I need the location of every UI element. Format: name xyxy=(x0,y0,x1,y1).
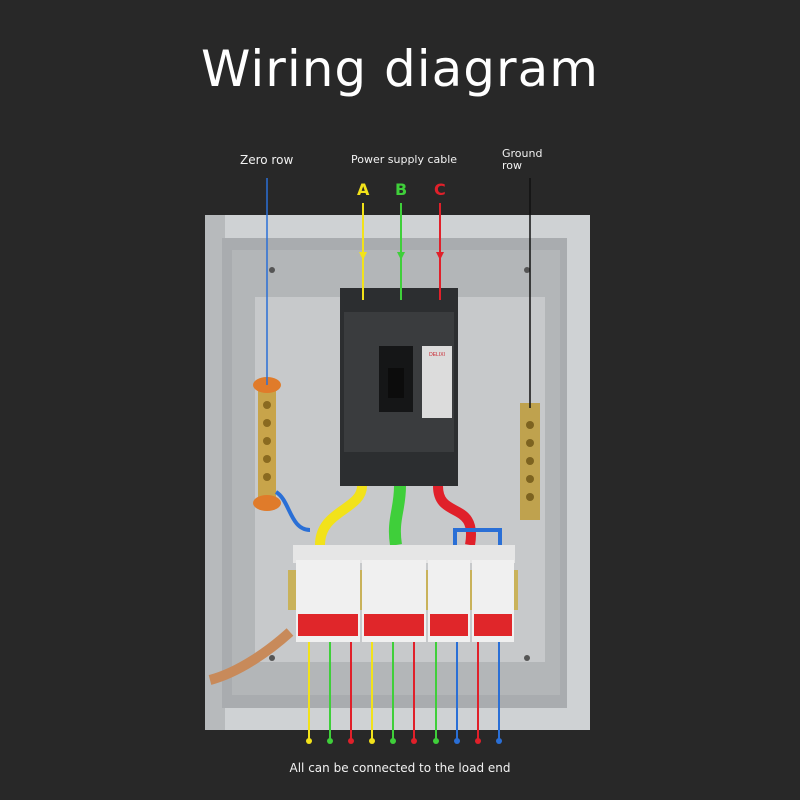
din-rail-cover xyxy=(293,545,515,563)
phase-a-arrow-icon xyxy=(359,252,367,260)
output-terminal-dot xyxy=(411,738,417,744)
phase-c-arrow-icon xyxy=(436,252,444,260)
phase-a-label: A xyxy=(357,180,370,199)
phase-c-label: C xyxy=(434,180,446,199)
breaker-label-plate xyxy=(422,346,452,418)
output-terminal-dot xyxy=(369,738,375,744)
output-terminal-dot xyxy=(390,738,396,744)
phase-pointers xyxy=(359,203,444,300)
page-title: Wiring diagram xyxy=(201,40,599,98)
output-terminal-dot xyxy=(454,738,460,744)
phase-c-wire xyxy=(433,485,477,546)
ground-row-label: Ground row xyxy=(502,147,543,172)
neutral-feed-wire xyxy=(274,490,311,532)
mcb-group xyxy=(296,560,514,642)
insulator xyxy=(253,495,281,511)
output-wires xyxy=(306,642,502,744)
output-terminal-dot xyxy=(433,738,439,744)
output-terminal-dot xyxy=(306,738,312,744)
output-terminal-dot xyxy=(496,738,502,744)
load-end-label: All can be connected to the load end xyxy=(289,761,511,775)
output-terminal-dot xyxy=(475,738,481,744)
power-supply-label: Power supply cable xyxy=(351,153,458,166)
screw xyxy=(524,655,530,661)
output-terminal-dot xyxy=(348,738,354,744)
output-terminal-dot xyxy=(327,738,333,744)
phase-b-label: B xyxy=(395,180,408,199)
ground-braid xyxy=(208,628,294,685)
breaker-brand: DELIXI xyxy=(429,352,445,358)
phase-b-wire xyxy=(388,485,406,546)
zero-row-label: Zero row xyxy=(240,153,294,167)
phase-b-arrow-icon xyxy=(397,252,405,260)
enclosure-door-edge xyxy=(205,215,225,730)
screw xyxy=(269,655,275,661)
breaker-handle xyxy=(388,368,404,398)
screw xyxy=(269,267,275,273)
phase-a-wire xyxy=(315,485,367,546)
neutral-feed-wire-2 xyxy=(453,528,502,545)
ground-terminals xyxy=(526,421,534,501)
neutral-terminals xyxy=(263,401,271,481)
screw xyxy=(524,267,530,273)
